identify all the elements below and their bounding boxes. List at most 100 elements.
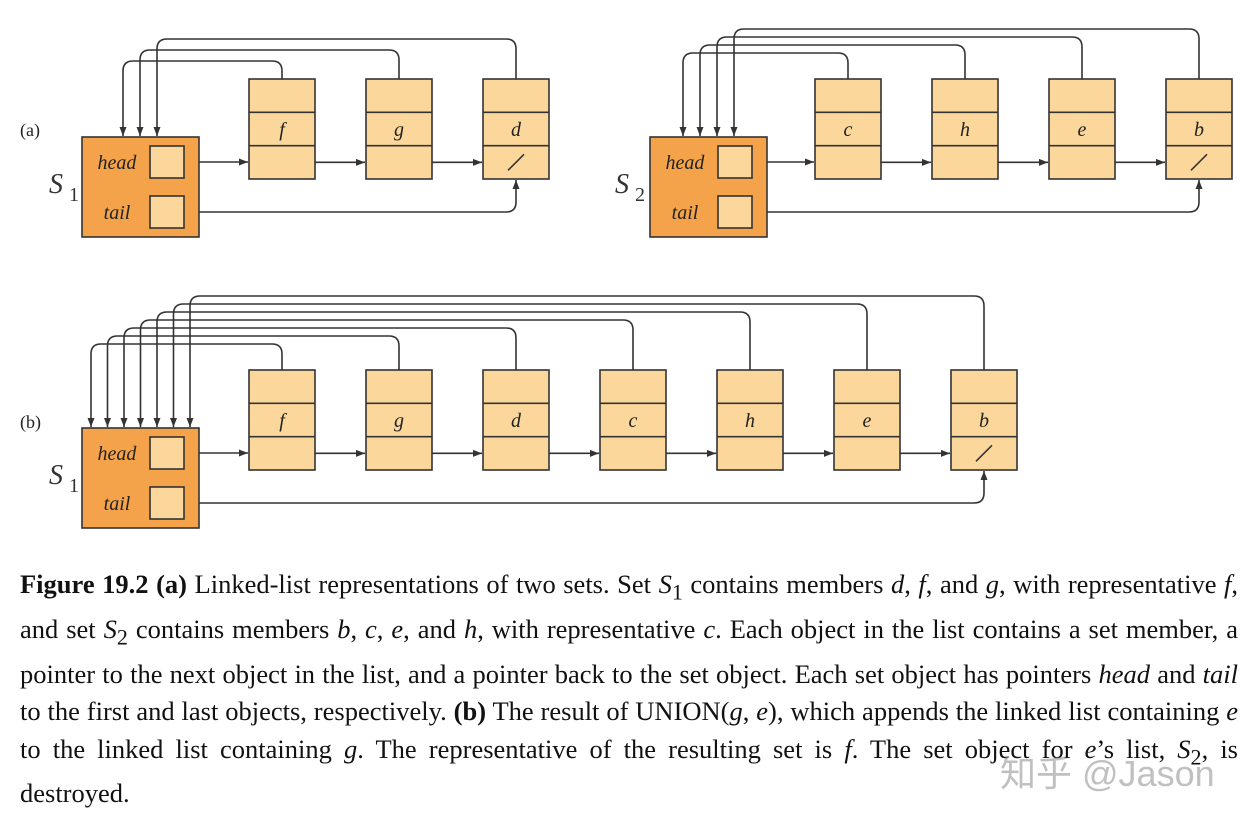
element-member-label: c [844, 119, 853, 141]
part-label: (a) [20, 120, 40, 141]
set-label-subscript: 2 [635, 184, 645, 206]
element-member-label: c [629, 410, 638, 432]
head-pointer-field [149, 145, 185, 179]
list-element [1048, 78, 1116, 180]
list-element [931, 78, 999, 180]
caption-set-s2: S [103, 613, 117, 644]
tail-pointer-arrow [735, 180, 1203, 213]
nil-slash [1190, 153, 1208, 171]
element-member-label: b [979, 410, 989, 432]
caption-member: e [756, 696, 769, 727]
set-pointer-arrow [186, 295, 985, 427]
caption-member: g [729, 696, 743, 727]
figure-caption: Figure 19.2 (a) Linked-list representati… [20, 566, 1238, 813]
nil-slash [507, 153, 525, 171]
caption-text: The result of UNION( [486, 696, 730, 727]
caption-sub: 2 [1190, 743, 1202, 769]
caption-member: f [918, 569, 926, 599]
caption-member: e [391, 613, 404, 644]
set-pointer-arrow [730, 28, 1200, 136]
set-label: S [49, 460, 63, 491]
nil-slash [975, 444, 993, 462]
caption-member: c [365, 613, 377, 644]
caption-text: , [350, 613, 366, 644]
set-pointer-arrow [170, 303, 868, 427]
element-member-label: g [394, 119, 404, 141]
set-pointer-arrow [713, 36, 1083, 136]
set-pointer-arrow [136, 49, 400, 136]
caption-member: c [703, 613, 716, 644]
set-pointer-arrow [679, 52, 849, 136]
caption-head-word: head [1098, 658, 1150, 689]
element-member-label: e [863, 410, 872, 432]
list-element [482, 369, 550, 471]
caption-text: contains members [127, 613, 338, 644]
caption-text: . Each object in the list contains a set… [20, 613, 1239, 689]
head-label: head [666, 152, 706, 174]
tail-label: tail [104, 493, 131, 515]
set-pointer-arrow [104, 335, 400, 427]
set-pointer-arrow [696, 44, 966, 136]
list-element [248, 369, 316, 471]
tail-pointer-field [717, 195, 753, 229]
head-label: head [98, 152, 138, 174]
caption-text: Linked-list representations of two sets.… [186, 569, 659, 599]
element-member-label: e [1078, 119, 1087, 141]
caption-text: . The representative of the resulting se… [357, 733, 845, 764]
caption-member: g [985, 569, 1000, 599]
tail-pointer-field [149, 486, 185, 520]
caption-text: , [742, 696, 757, 727]
caption-text: , and set [20, 569, 1239, 644]
list-element [599, 369, 667, 471]
caption-text: , with representative [999, 569, 1225, 599]
set-pointer-arrow [120, 327, 517, 427]
caption-text: , and [925, 569, 986, 599]
list-element [833, 369, 901, 471]
watermark-text: 知乎 @Jason [1000, 753, 1215, 794]
part-label: (b) [20, 412, 41, 433]
element-member-label: f [279, 119, 287, 141]
caption-part-b: (b) [453, 696, 487, 727]
caption-member: d [890, 569, 905, 599]
caption-member: e [1084, 733, 1097, 764]
caption-text: , [904, 569, 919, 599]
element-member-label: d [511, 410, 522, 432]
set-pointer-arrow [153, 38, 517, 136]
caption-text: , [376, 613, 392, 644]
element-member-label: g [394, 410, 404, 432]
head-pointer-field [149, 436, 185, 470]
caption-member: f [844, 733, 852, 764]
element-member-label: h [745, 410, 755, 432]
caption-set-s1: S [658, 569, 672, 599]
caption-text: to the linked list containing [20, 733, 344, 764]
set-pointer-arrow [153, 311, 751, 427]
list-element [716, 369, 784, 471]
caption-member: e [1226, 696, 1239, 727]
tail-label: tail [672, 202, 699, 224]
set-label: S [615, 169, 629, 200]
caption-member: h [463, 613, 478, 644]
caption-text: , and [403, 613, 464, 644]
list-element [365, 369, 433, 471]
element-member-label: h [960, 119, 970, 141]
caption-fig-label: Figure 19.2 [20, 569, 149, 599]
set-label-subscript: 1 [69, 184, 79, 206]
set-pointer-arrow [119, 60, 283, 136]
tail-pointer-arrow [167, 180, 520, 213]
caption-text: to the first and last objects, respectiv… [20, 696, 454, 727]
set-pointer-arrow [137, 319, 634, 427]
element-member-label: d [511, 119, 522, 141]
caption-member: f [1224, 569, 1232, 599]
caption-text: , with representative [477, 613, 704, 644]
caption-member: b [337, 613, 351, 644]
caption-member: g [344, 733, 358, 764]
caption-set-s2: S [1177, 733, 1191, 764]
list-element [365, 78, 433, 180]
set-label: S [49, 169, 63, 200]
element-member-label: b [1194, 119, 1204, 141]
caption-text: ’s list, [1096, 733, 1178, 764]
tail-pointer-arrow [167, 471, 988, 504]
list-element [814, 78, 882, 180]
head-label: head [98, 443, 138, 465]
